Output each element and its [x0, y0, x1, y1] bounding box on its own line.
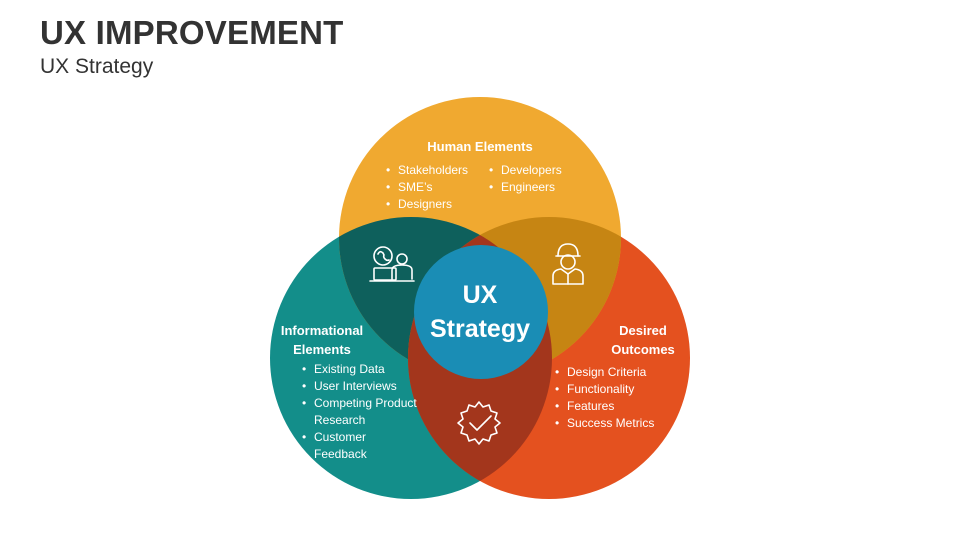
- list-item: Designers: [386, 196, 468, 213]
- support-agent-icon: [369, 246, 415, 282]
- page-subtitle: UX Strategy: [40, 55, 154, 78]
- gear-check-icon: [457, 401, 501, 445]
- list-item: Functionality: [555, 381, 654, 398]
- center-label-line1: UX: [462, 281, 498, 309]
- human-elements-title: Human Elements: [427, 139, 533, 154]
- person-icon: [552, 243, 584, 285]
- list-item: Success Metrics: [555, 415, 654, 432]
- list-item: Features: [555, 398, 654, 415]
- desired-outcomes-list: Design Criteria Functionality Features S…: [555, 364, 654, 432]
- informational-title-line1: Informational: [280, 323, 364, 338]
- human-elements-list-2: Developers Engineers: [489, 162, 562, 196]
- list-item: Design Criteria: [555, 364, 654, 381]
- list-item: Stakeholders: [386, 162, 468, 179]
- informational-elements-list: Existing Data User Interviews Competing …: [302, 361, 432, 463]
- page-title: UX IMPROVEMENT: [40, 14, 344, 51]
- list-item: Competing Product Research: [302, 395, 422, 429]
- desired-outcomes-title: Desired Outcomes: [598, 321, 688, 359]
- outcomes-title-line1: Desired: [619, 323, 667, 338]
- list-item: Engineers: [489, 179, 562, 196]
- center-label-line2: Strategy: [429, 315, 531, 343]
- center-circle: [414, 245, 548, 379]
- outcomes-title-line2: Outcomes: [611, 342, 675, 357]
- list-item: User Interviews: [302, 378, 432, 395]
- informational-elements-title: Informational Elements: [266, 321, 378, 359]
- human-elements-list-1: Stakeholders SME’s Designers: [386, 162, 468, 213]
- list-item: Customer Feedback: [302, 429, 374, 463]
- informational-title-line2: Elements: [293, 342, 351, 357]
- center-label: UX Strategy: [415, 278, 545, 346]
- list-item: Developers: [489, 162, 562, 179]
- list-item: Existing Data: [302, 361, 432, 378]
- list-item: SME’s: [386, 179, 468, 196]
